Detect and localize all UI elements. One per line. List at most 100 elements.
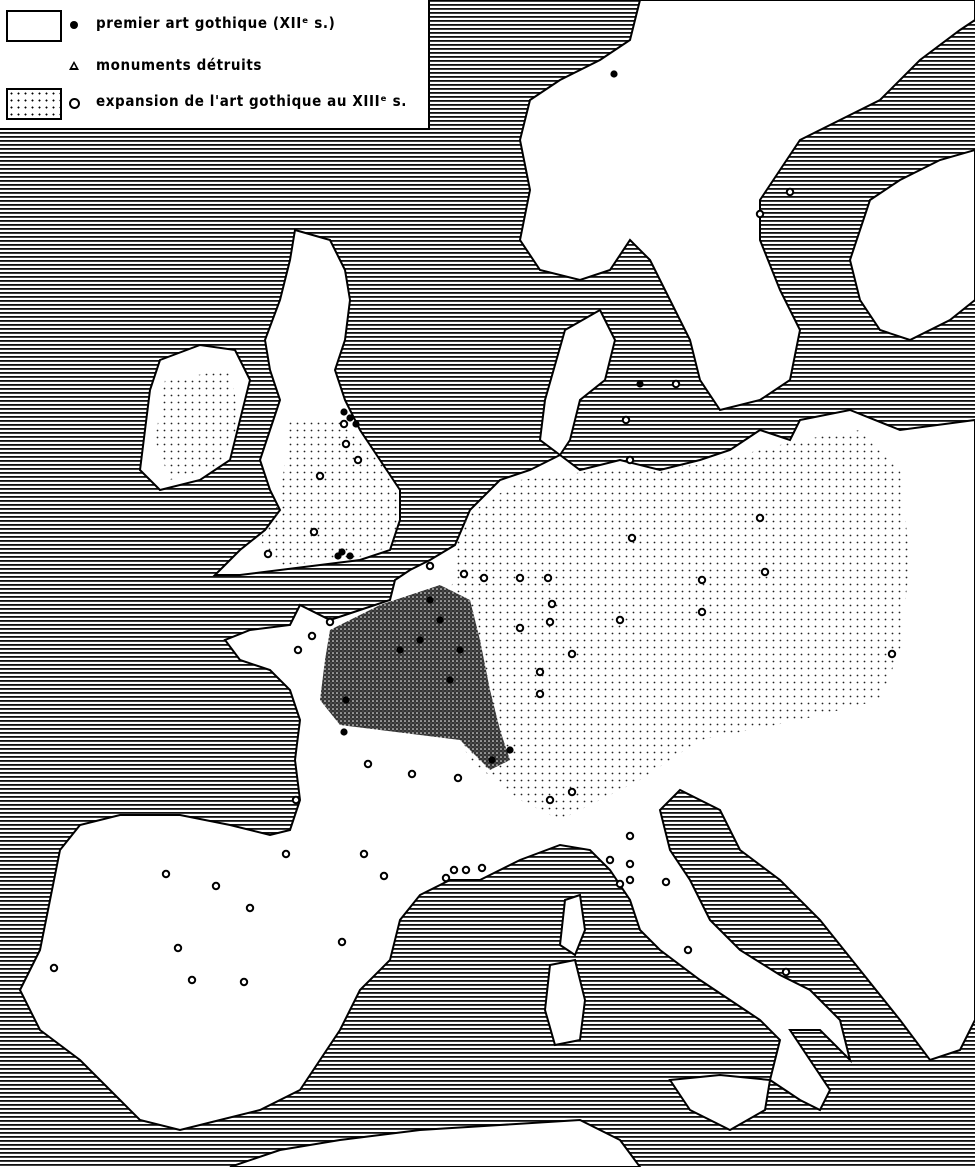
open-circle-icon: [545, 617, 555, 627]
legend-row-premier: premier art gothique (XIIᵉ s.): [0, 10, 428, 42]
open-circle-icon: [291, 795, 301, 805]
open-circle-icon: [621, 415, 631, 425]
expansion-region: [440, 430, 910, 820]
triangle-icon: [69, 61, 79, 70]
open-circle-icon: [615, 615, 625, 625]
open-circle-icon: [547, 599, 557, 609]
open-circle-icon: [535, 667, 545, 677]
open-circle-icon: [49, 963, 59, 973]
filled-dot-icon: [340, 408, 348, 416]
open-circle-icon: [755, 513, 765, 523]
legend-box-dotted: [6, 88, 62, 120]
filled-dot-icon: [416, 636, 424, 644]
open-circle-icon: [567, 787, 577, 797]
open-circle-icon: [615, 879, 625, 889]
open-circle-icon: [461, 865, 471, 875]
open-circle-icon: [697, 575, 707, 585]
open-circle-icon: [755, 209, 765, 219]
legend-row-detruits: monuments détruits: [0, 52, 428, 82]
ireland-dotted: [155, 370, 240, 480]
open-circle-icon: [379, 871, 389, 881]
open-circle-icon: [263, 549, 273, 559]
open-circle-icon: [545, 795, 555, 805]
legend-label-expansion: expansion de l'art gothique au XIIIᵉ s.: [96, 92, 407, 110]
filled-dot-icon: [610, 70, 618, 78]
open-circle-icon: [239, 977, 249, 987]
open-circle-icon: [245, 903, 255, 913]
filled-dot-icon: [436, 616, 444, 624]
open-circle-icon: [781, 967, 791, 977]
land-sicily: [668, 1073, 772, 1132]
open-circle-icon: [293, 645, 303, 655]
open-circle-icon: [341, 439, 351, 449]
legend-row-expansion: expansion de l'art gothique au XIIIᵉ s.: [0, 88, 428, 120]
open-circle-icon: [887, 649, 897, 659]
map-legend: premier art gothique (XIIᵉ s.) monuments…: [0, 0, 430, 130]
filled-dot-icon: [346, 552, 354, 560]
open-circle-icon: [625, 831, 635, 841]
open-circle-icon: [625, 859, 635, 869]
open-circle-icon: [627, 533, 637, 543]
open-circle-icon: [515, 573, 525, 583]
open-circle-icon: [479, 573, 489, 583]
open-circle-icon: [625, 455, 635, 465]
open-circle-icon: [459, 569, 469, 579]
open-circle-icon: [661, 877, 671, 887]
open-circle-icon: [339, 419, 349, 429]
open-circle-icon: [671, 379, 681, 389]
monument-markers: [49, 70, 897, 987]
open-circle-icon: [535, 689, 545, 699]
land-scandinavia: [430, 0, 975, 412]
filled-dot-icon: [506, 746, 514, 754]
open-circle-icon: [760, 567, 770, 577]
open-circle-icon: [363, 759, 373, 769]
legend-box-plain: [6, 10, 62, 42]
open-circle-icon: [161, 869, 171, 879]
open-circle-icon: [515, 623, 525, 633]
open-circle-icon: [449, 865, 459, 875]
filled-dot-icon: [488, 756, 496, 764]
open-circle-icon: [425, 561, 435, 571]
filled-dot-icon: [352, 420, 360, 428]
filled-dot-icon: [456, 646, 464, 654]
land-sweden-east: [848, 148, 975, 342]
filled-dot-icon: [334, 552, 342, 560]
filled-dot-icon: [342, 696, 350, 704]
open-circle-icon: [211, 881, 221, 891]
open-circle-icon: [605, 855, 615, 865]
filled-dot-icon: [446, 676, 454, 684]
open-circle-icon: [353, 455, 363, 465]
open-circle-icon: [307, 631, 317, 641]
core-region: [320, 585, 510, 770]
land-denmark: [538, 308, 617, 457]
open-circle-icon: [173, 943, 183, 953]
land-sardinia: [543, 958, 587, 1047]
filled-dot-icon: [340, 728, 348, 736]
open-circle-icon: [453, 773, 463, 783]
open-circle-icon: [407, 769, 417, 779]
open-circle-icon: [325, 617, 335, 627]
open-circle-icon: [309, 527, 319, 537]
filled-dot-icon: [396, 646, 404, 654]
filled-dot-icon: [426, 596, 434, 604]
open-circle-icon: [567, 649, 577, 659]
land-corsica: [558, 893, 587, 957]
legend-label-premier: premier art gothique (XIIᵉ s.): [96, 14, 336, 32]
open-circle-icon: [281, 849, 291, 859]
open-circle-icon: [683, 945, 693, 955]
open-circle-icon: [69, 98, 80, 109]
open-circle-icon: [543, 573, 553, 583]
open-circle-icon: [337, 937, 347, 947]
land-north-africa: [229, 1118, 642, 1167]
open-circle-icon: [441, 873, 451, 883]
open-circle-icon: [477, 863, 487, 873]
filled-dot-icon: [636, 380, 644, 388]
legend-label-detruits: monuments détruits: [96, 56, 263, 74]
gb-dotted-south: [260, 420, 400, 565]
filled-dot-icon: [346, 414, 354, 422]
open-circle-icon: [187, 975, 197, 985]
open-circle-icon: [359, 849, 369, 859]
open-circle-icon: [785, 187, 795, 197]
open-circle-icon: [625, 875, 635, 885]
filled-dot-icon: [70, 21, 78, 29]
